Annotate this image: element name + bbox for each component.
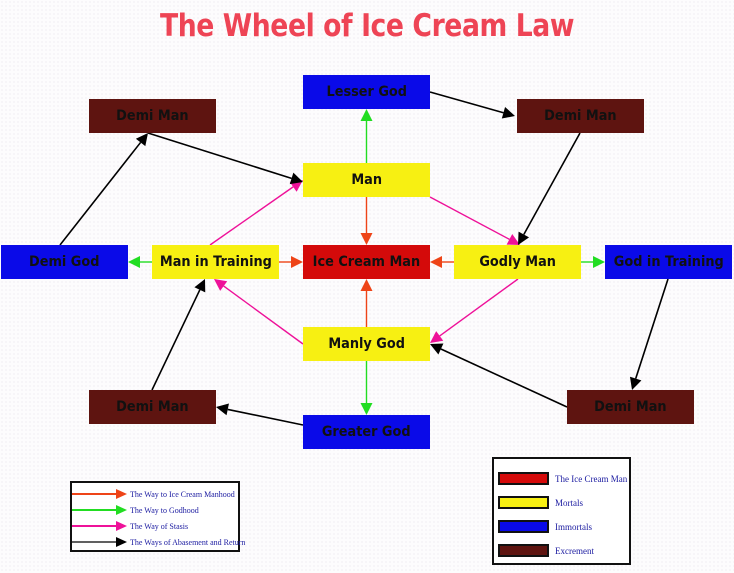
legend-label: The Way to Ice Cream Manhood: [130, 489, 235, 499]
legend-item-godhood: The Way to Godhood: [72, 502, 199, 518]
node-label: Demi Man: [594, 399, 667, 415]
arrowhead-icon: [214, 279, 228, 291]
yellow-swatch: [498, 496, 549, 509]
legend-item-excrement: Excrement: [498, 543, 594, 558]
node-demi-man-top-right[interactable]: Demi Man: [517, 99, 644, 133]
arrowhead-icon: [360, 403, 373, 415]
legend-item-manhood: The Way to Ice Cream Manhood: [72, 486, 235, 502]
legend-label: Immortals: [555, 521, 592, 532]
node-demi-man-bottom-left[interactable]: Demi Man: [89, 390, 216, 424]
arrowhead-icon: [135, 133, 148, 147]
edge-abasement-greater-god-to-demi-man-bottom-left: [227, 408, 304, 426]
pink-arrow-icon: [72, 521, 127, 531]
arrowhead-icon: [289, 172, 303, 185]
node-ice-cream-man[interactable]: Ice Cream Man: [303, 245, 430, 279]
diagram-title: The Wheel of Ice Cream Law: [159, 8, 575, 44]
node-lesser-god[interactable]: Lesser God: [303, 75, 430, 109]
arrowhead-icon: [518, 231, 530, 245]
legend-item-abasement: The Ways of Abasement and Return: [72, 534, 245, 550]
arrowhead-icon: [430, 256, 442, 268]
arrowhead-icon: [506, 234, 520, 245]
node-label: Demi God: [29, 254, 100, 270]
legend-item-immortals: Immortals: [498, 519, 592, 534]
node-label: Godly Man: [479, 254, 556, 270]
node-man-in-training[interactable]: Man in Training: [152, 245, 279, 279]
black-arrow-icon: [72, 537, 127, 547]
arrowhead-icon: [128, 256, 140, 268]
node-label: Lesser God: [326, 84, 407, 100]
node-label: Man: [351, 172, 382, 188]
node-greater-god[interactable]: Greater God: [303, 415, 430, 449]
node-demi-man-bottom-right[interactable]: Demi Man: [567, 390, 694, 424]
arrowhead-icon: [360, 109, 373, 121]
node-godly-man[interactable]: Godly Man: [454, 245, 581, 279]
arrowhead-icon: [629, 376, 642, 390]
legend-item-stasis: The Way of Stasis: [72, 518, 188, 534]
node-label: Demi Man: [116, 399, 189, 415]
edge-abasement-demi-man-bottom-left-to-man-in-training: [151, 289, 201, 391]
arrowhead-icon: [194, 279, 206, 293]
edge-abasement-demi-god-to-demi-man-top-left: [59, 141, 142, 246]
edge-stasis-man-in-training-to-man: [209, 186, 294, 246]
arrowhead-icon: [501, 106, 515, 119]
node-label: Man in Training: [159, 254, 272, 270]
orange-arrow-icon: [72, 489, 127, 499]
edge-stasis-manly-god-to-man-in-training: [223, 285, 304, 345]
edge-abasement-god-in-training-to-demi-man-bottom-right: [634, 278, 669, 379]
edge-stasis-godly-man-to-manly-god: [439, 278, 519, 337]
arrowhead-icon: [430, 343, 444, 355]
red-swatch: [498, 472, 549, 485]
legend-label: The Way to Godhood: [130, 505, 199, 515]
arrowhead-icon: [360, 233, 373, 245]
node-demi-god[interactable]: Demi God: [1, 245, 128, 279]
edge-abasement-lesser-god-to-demi-man-top-right: [429, 91, 504, 114]
legend-label: Excrement: [555, 545, 594, 556]
arrowhead-icon: [216, 403, 229, 416]
node-label: Demi Man: [544, 108, 617, 124]
node-label: Greater God: [322, 424, 411, 440]
legend-label: The Ways of Abasement and Return: [130, 537, 246, 547]
arrowhead-icon: [593, 256, 605, 268]
arrowhead-icon: [291, 256, 303, 268]
edge-abasement-demi-man-bottom-right-to-manly-god: [440, 348, 568, 408]
edge-abasement-demi-man-top-right-to-godly-man: [523, 132, 581, 235]
legend-item-mortals: Mortals: [498, 495, 583, 510]
node-label: Demi Man: [116, 108, 189, 124]
arrowhead-icon: [360, 279, 373, 291]
edge-stasis-man-to-godly-man: [429, 196, 510, 240]
blue-swatch: [498, 520, 549, 533]
edge-abasement-demi-man-top-left-to-man: [147, 132, 292, 180]
arrow-legend: The Way to Ice Cream Manhood The Way to …: [70, 481, 245, 552]
node-label: God in Training: [613, 254, 724, 270]
node-label: Ice Cream Man: [312, 254, 421, 270]
brown-swatch: [498, 544, 549, 557]
color-legend: The Ice Cream Man Mortals Immortals Excr…: [492, 457, 631, 565]
arrowhead-icon: [430, 331, 444, 343]
green-arrow-icon: [72, 505, 127, 515]
legend-label: Mortals: [555, 497, 583, 508]
node-demi-man-top-left[interactable]: Demi Man: [89, 99, 216, 133]
legend-item-ice-cream-man: The Ice Cream Man: [498, 471, 627, 486]
node-manly-god[interactable]: Manly God: [303, 327, 430, 361]
node-god-in-training[interactable]: God in Training: [605, 245, 732, 279]
legend-label: The Way of Stasis: [130, 521, 189, 531]
legend-label: The Ice Cream Man: [555, 473, 628, 484]
node-man[interactable]: Man: [303, 163, 430, 197]
node-label: Manly God: [328, 336, 405, 352]
